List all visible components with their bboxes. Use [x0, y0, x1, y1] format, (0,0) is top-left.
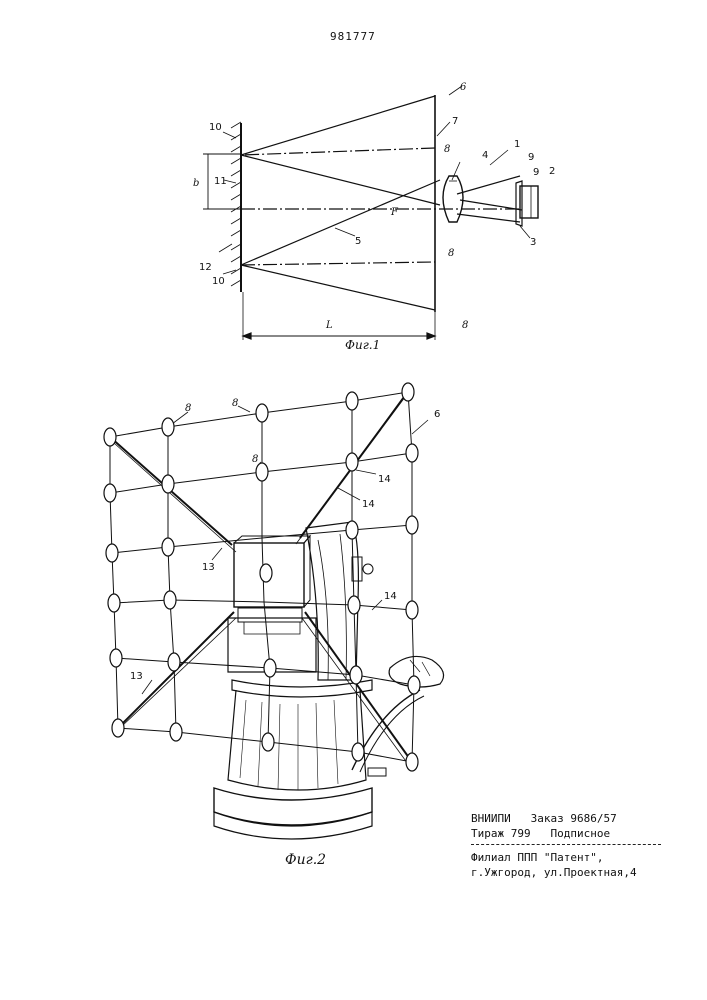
fig2-label-14a: 14 [378, 474, 391, 485]
fig2-label-13b: 13 [130, 671, 143, 682]
imprint-line-2: Тираж 799 Подписное [471, 826, 671, 841]
imprint-line-4: г.Ужгород, ул.Проектная,4 [471, 865, 671, 880]
imprint-block: ВНИИПИ Заказ 9686/57 Тираж 799 Подписное… [471, 811, 671, 880]
fig2-label-8a: 8 [185, 403, 191, 414]
imprint-line-3: Филиал ППП "Патент", [471, 850, 671, 865]
fig2-label-14c: 14 [384, 591, 397, 602]
imprint-divider [471, 844, 661, 845]
imprint-line-1: ВНИИПИ Заказ 9686/57 [471, 811, 671, 826]
figure-2-caption: Фиг.2 [285, 852, 326, 868]
fig2-label-8b: 8 [232, 398, 238, 409]
fig2-label-6: 6 [434, 409, 440, 420]
fig2-label-8c: 8 [252, 454, 258, 465]
fig2-label-14b: 14 [362, 499, 375, 510]
fig2-label-13a: 13 [202, 562, 215, 573]
